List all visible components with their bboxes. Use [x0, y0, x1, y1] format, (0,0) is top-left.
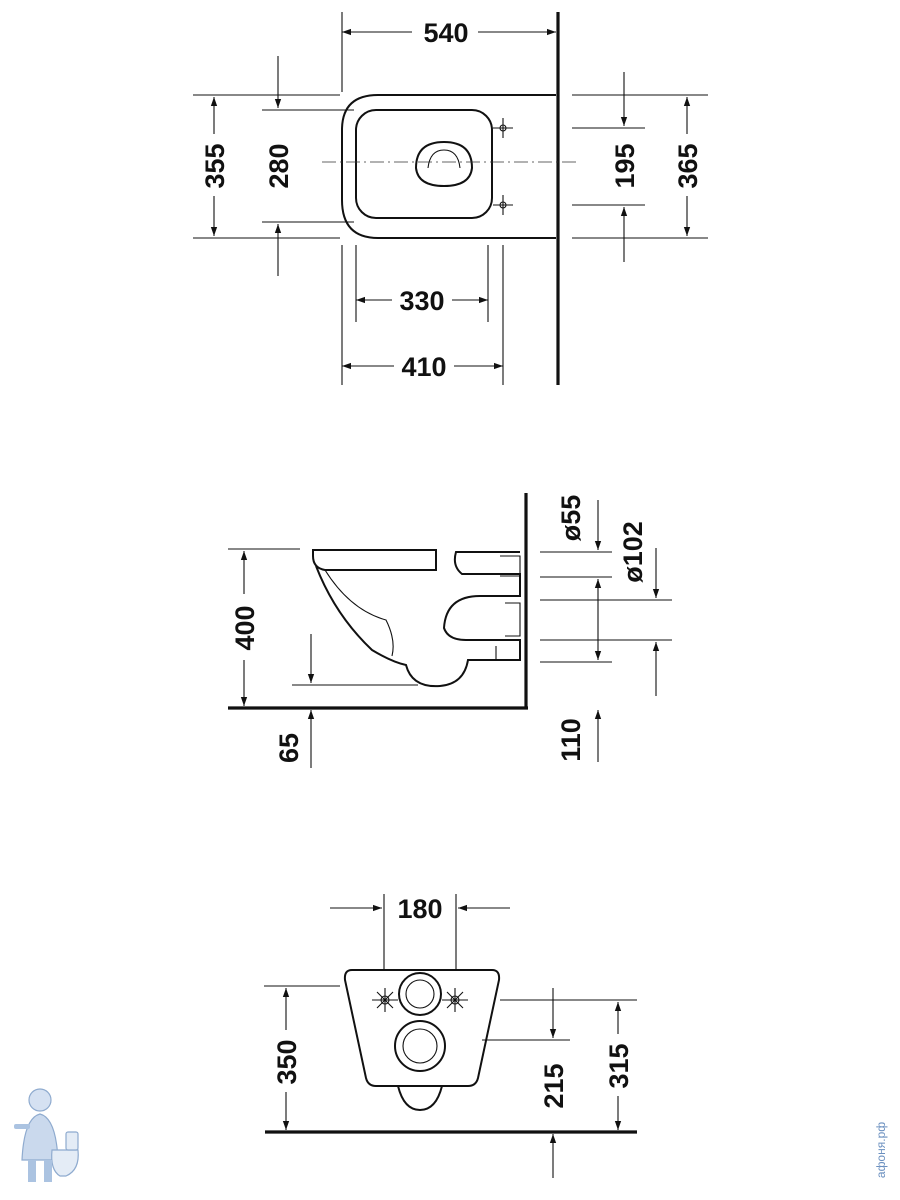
- bowl-outline: [341, 94, 556, 239]
- dim-410: 410: [401, 352, 446, 382]
- side-view: 400 65 ø55 ø102 110: [228, 493, 672, 768]
- watermark-logo: [14, 1088, 79, 1182]
- watermark-text: афоня.рф: [874, 1122, 888, 1178]
- inlet-connector: [500, 555, 521, 577]
- dim-215: 215: [539, 1063, 569, 1108]
- bowl-inner-line: [324, 569, 394, 657]
- dim-o102: ø102: [618, 521, 648, 583]
- dim-195: 195: [610, 143, 640, 188]
- outlet-connector: [505, 602, 521, 637]
- back-bolt-symbol-right: [442, 988, 468, 1012]
- dim-400: 400: [230, 605, 260, 650]
- bolt-symbol-lower: [493, 195, 513, 215]
- dim-330: 330: [399, 286, 444, 316]
- seat-lid: [312, 549, 437, 571]
- seat-opening: [355, 109, 493, 219]
- dim-315: 315: [604, 1043, 634, 1088]
- dim-365: 365: [673, 143, 703, 188]
- bowl-drain: [414, 140, 474, 188]
- back-bolt-symbol-left: [372, 988, 398, 1012]
- back-outlet-bottom: [397, 1085, 443, 1112]
- bowl-inner-curve: [427, 149, 461, 169]
- bowl-profile: [315, 551, 521, 688]
- dim-355: 355: [200, 143, 230, 188]
- dim-o55: ø55: [556, 495, 586, 542]
- dim-350: 350: [272, 1039, 302, 1084]
- back-inlet-hole: [398, 972, 442, 1016]
- back-outlet-hole: [394, 1020, 446, 1072]
- dim-65: 65: [274, 733, 304, 763]
- bolt-symbol-upper: [493, 118, 513, 138]
- back-view: 180 350 215 315: [264, 894, 637, 1178]
- dim-110: 110: [556, 718, 586, 762]
- dim-540: 540: [423, 18, 468, 48]
- dim-180: 180: [397, 894, 442, 924]
- dim-280: 280: [264, 143, 294, 188]
- top-view: 540 330 410 355 280 195: [193, 12, 708, 385]
- back-body-outline: [343, 969, 501, 1087]
